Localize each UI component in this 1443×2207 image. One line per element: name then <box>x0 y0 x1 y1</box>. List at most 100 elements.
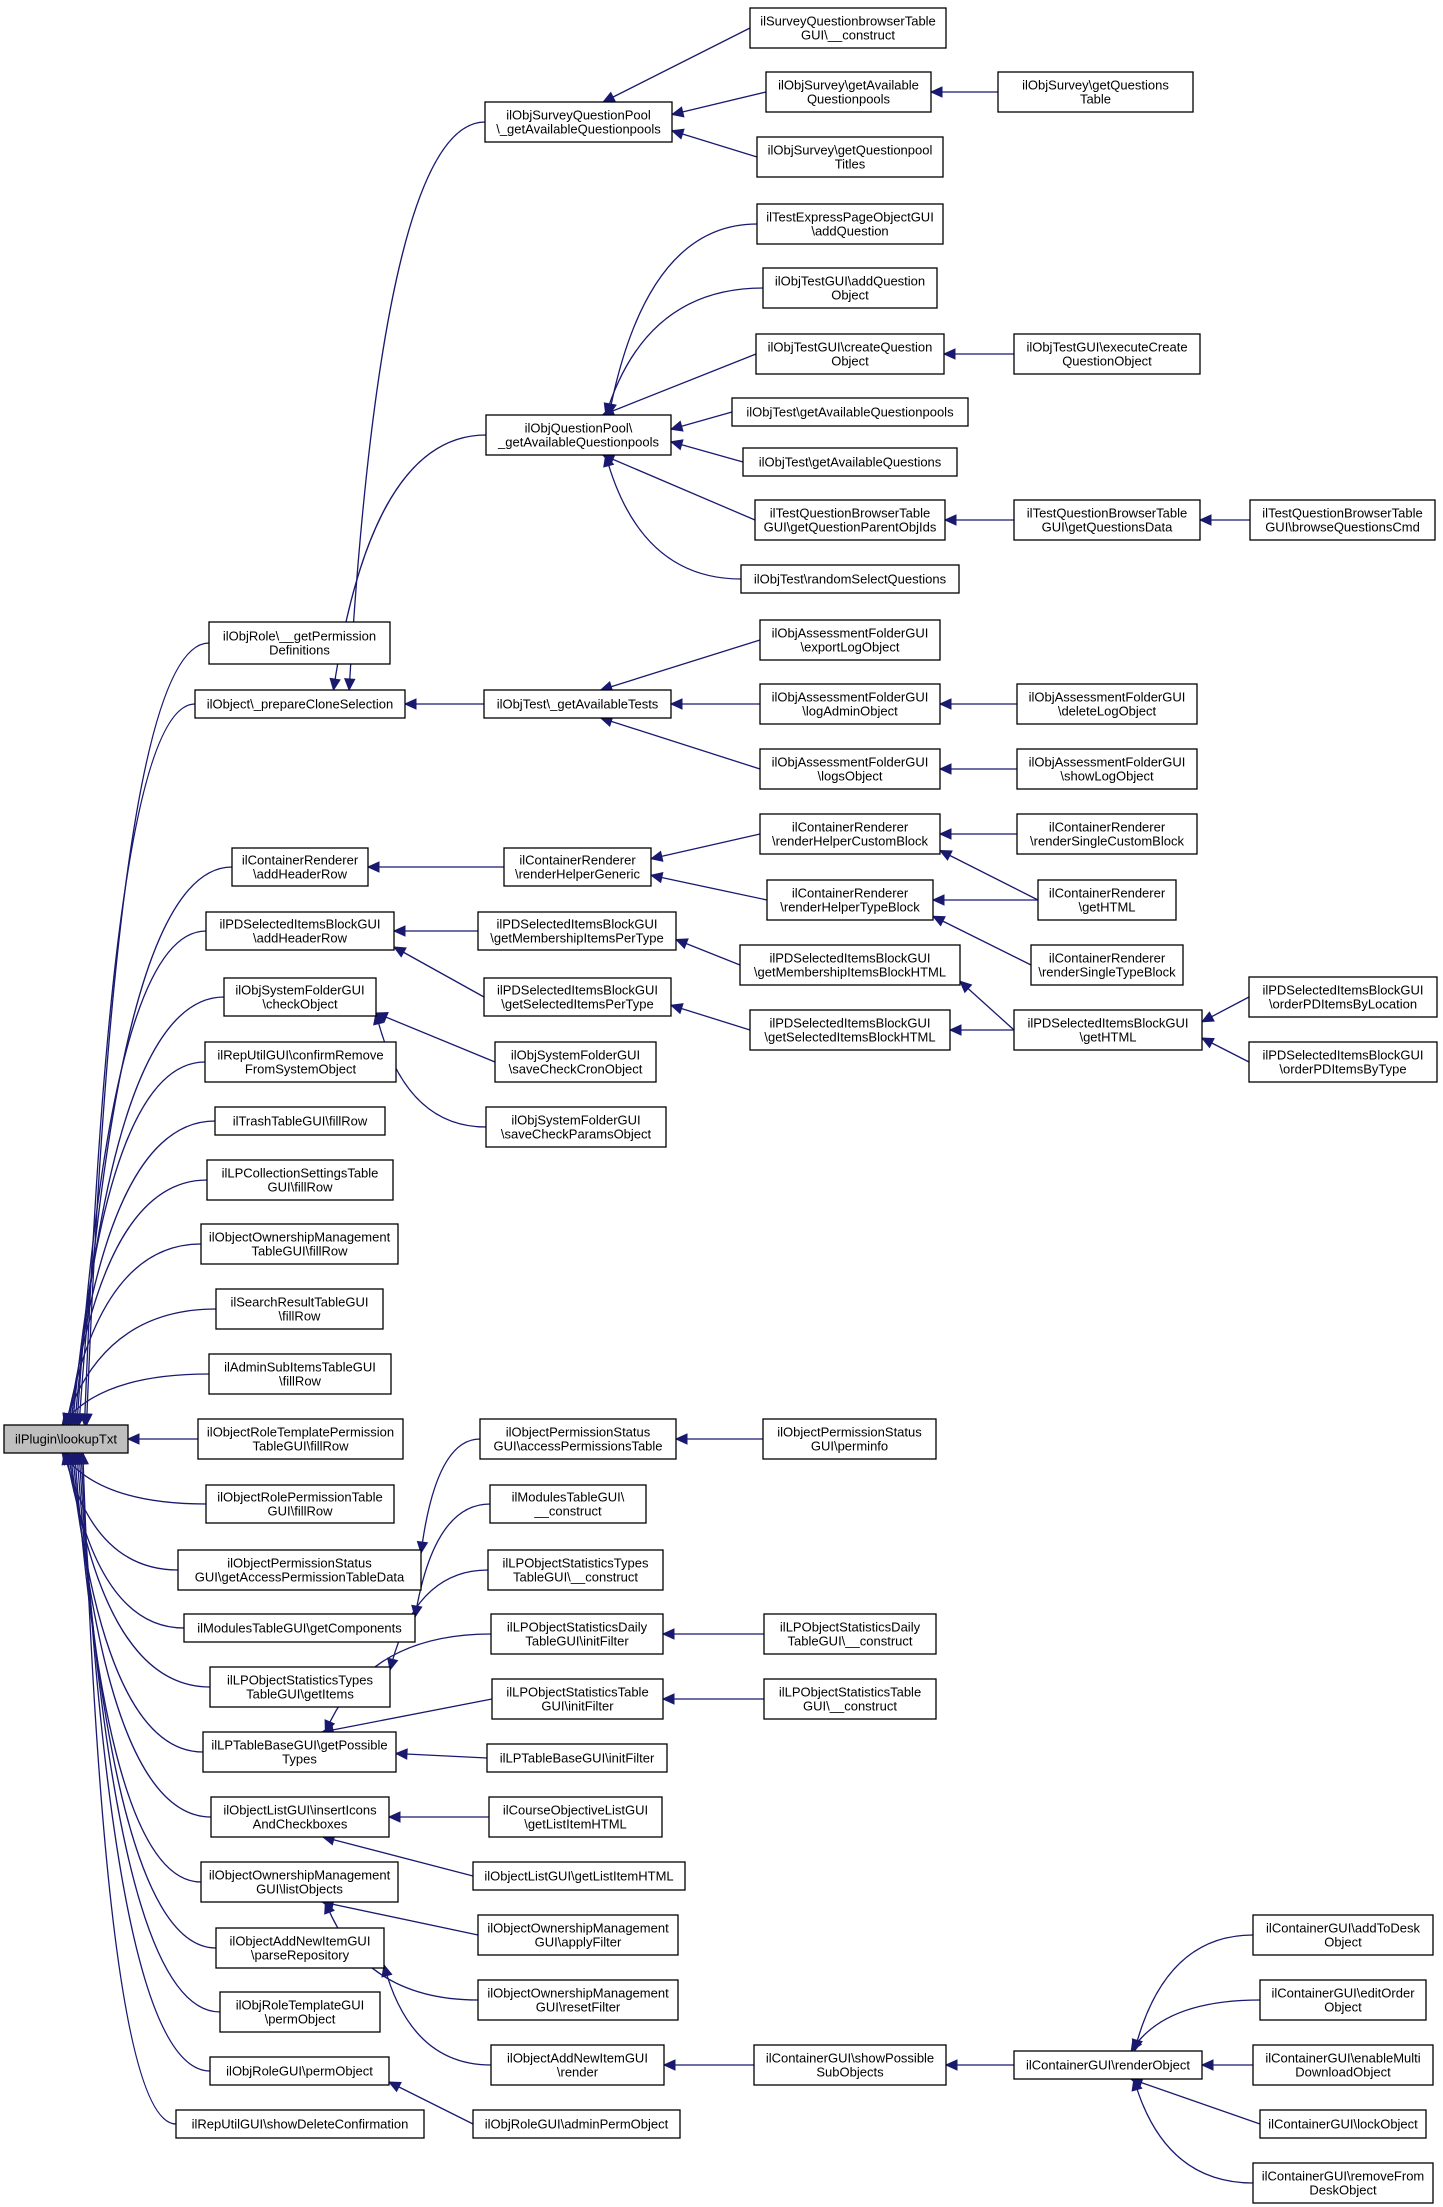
node-cr-render-single-custom[interactable]: ilContainerRenderer\renderSingleCustomBl… <box>1016 813 1198 855</box>
node-cr-add-header-row[interactable]: ilContainerRenderer\addHeaderRow <box>231 847 369 887</box>
node-add-new-parse-repo[interactable]: ilObjectAddNewItemGUI\parseRepository <box>215 1927 385 1969</box>
node-test-avail-qs[interactable]: ilObjTest\getAvailableQuestions <box>742 447 958 477</box>
node-box <box>197 1418 404 1460</box>
node-af-logs[interactable]: ilObjAssessmentFolderGUI\logsObject <box>759 748 941 790</box>
arrowhead <box>938 849 953 861</box>
node-tqb-browse-cmd[interactable]: ilTestQuestionBrowserTableGUI\browseQues… <box>1249 499 1436 541</box>
node-express-add-q[interactable]: ilTestExpressPageObjectGUI\addQuestion <box>756 203 944 245</box>
node-tqb-get-data[interactable]: ilTestQuestionBrowserTableGUI\getQuestio… <box>1013 499 1201 541</box>
node-lp-daily-init-filter[interactable]: ilLPObjectStatisticsDailyTableGUI\initFi… <box>490 1613 664 1655</box>
node-search-fill-row[interactable]: ilSearchResultTableGUI\fillRow <box>215 1288 384 1330</box>
node-perm-status-get-data[interactable]: ilObjectPermissionStatusGUI\getAccessPer… <box>177 1549 422 1591</box>
node-modules-construct[interactable]: ilModulesTableGUI\__construct <box>489 1484 647 1524</box>
node-tqb-get-parent[interactable]: ilTestQuestionBrowserTableGUI\getQuestio… <box>754 499 946 541</box>
node-af-delete-log[interactable]: ilObjAssessmentFolderGUI\deleteLogObject <box>1016 683 1198 725</box>
node-cr-render-type[interactable]: ilContainerRenderer\renderHelperTypeBloc… <box>766 879 934 921</box>
node-svy-get-avail-qp[interactable]: ilObjSurvey\getAvailableQuestionpools <box>765 71 932 113</box>
node-show-delete-conf[interactable]: ilRepUtilGUI\showDeleteConfirmation <box>175 2109 425 2139</box>
node-test-random-select[interactable]: ilObjTest\randomSelectQuestions <box>740 564 960 594</box>
node-box <box>739 944 961 986</box>
node-box <box>485 414 672 456</box>
node-role-tpl-perm-obj[interactable]: ilObjRoleTemplateGUI\permObject <box>219 1991 381 2033</box>
node-modules-get-comp[interactable]: ilModulesTableGUI\getComponents <box>183 1613 416 1643</box>
node-box <box>753 2044 947 2086</box>
node-root[interactable]: ilPlugin\lookupTxt <box>3 1424 129 1454</box>
node-lp-types-construct[interactable]: ilLPObjectStatisticsTypesTableGUI\__cons… <box>487 1549 664 1591</box>
node-test-avail-tests[interactable]: ilObjTest\_getAvailableTests <box>483 689 672 719</box>
node-ol-get-list-item[interactable]: ilObjectListGUI\getListItemHTML <box>472 1861 686 1891</box>
node-af-log-admin[interactable]: ilObjAssessmentFolderGUI\logAdminObject <box>759 683 941 725</box>
node-course-obj-list[interactable]: ilCourseObjectiveListGUI\getListItemHTML <box>488 1796 663 1838</box>
node-af-export-log[interactable]: ilObjAssessmentFolderGUI\exportLogObject <box>759 619 941 661</box>
node-sf-save-cron[interactable]: ilObjSystemFolderGUI\saveCheckCronObject <box>494 1041 657 1083</box>
arrowhead <box>669 698 683 710</box>
node-pds-memb-per-type[interactable]: ilPDSelectedItemsBlockGUI\getMembershipI… <box>477 911 677 951</box>
node-pds-get-html[interactable]: ilPDSelectedItemsBlockGUI\getHTML <box>1013 1009 1203 1051</box>
node-svy-browser-construct[interactable]: ilSurveyQuestionbrowserTableGUI\__constr… <box>749 7 947 49</box>
node-af-show-log[interactable]: ilObjAssessmentFolderGUI\showLogObject <box>1016 748 1198 790</box>
node-confirm-remove[interactable]: ilRepUtilGUI\confirmRemoveFromSystemObje… <box>204 1041 397 1083</box>
edge-test-random-select-to-qp-avail <box>605 454 742 580</box>
node-own-reset-filter[interactable]: ilObjectOwnershipManagementGUI\resetFilt… <box>477 1979 679 2021</box>
node-lp-daily-construct[interactable]: ilLPObjectStatisticsDailyTableGUI\__cons… <box>763 1613 937 1655</box>
node-prepare-clone[interactable]: ilObject\_prepareCloneSelection <box>194 689 406 719</box>
node-lp-types-get-items[interactable]: ilLPObjectStatisticsTypesTableGUI\getIte… <box>209 1666 391 1708</box>
node-add-new-render[interactable]: ilObjectAddNewItemGUI\render <box>490 2044 665 2086</box>
node-role-tpl-fill-row[interactable]: ilObjectRoleTemplatePermissionTableGUI\f… <box>197 1418 404 1460</box>
node-sf-save-params[interactable]: ilObjSystemFolderGUI\saveCheckParamsObje… <box>485 1106 667 1148</box>
node-pds-memb-html[interactable]: ilPDSelectedItemsBlockGUI\getMembershipI… <box>739 944 961 986</box>
node-trash-fill-row[interactable]: ilTrashTableGUI\fillRow <box>214 1106 386 1136</box>
arrowhead <box>1131 2077 1143 2092</box>
node-label: Object <box>831 288 869 303</box>
node-pds-add-header-row[interactable]: ilPDSelectedItemsBlockGUI\addHeaderRow <box>205 911 395 951</box>
node-cr-render-single-type[interactable]: ilContainerRenderer\renderSingleTypeBloc… <box>1030 944 1184 986</box>
node-cr-render-generic[interactable]: ilContainerRenderer\renderHelperGeneric <box>503 847 652 887</box>
node-svy-qp-avail[interactable]: ilObjSurveyQuestionPool\_getAvailableQue… <box>484 101 673 143</box>
node-cr-get-html[interactable]: ilContainerRenderer\getHTML <box>1037 879 1177 921</box>
node-test-avail-qp[interactable]: ilObjTest\getAvailableQuestionpools <box>731 397 969 427</box>
node-qp-avail[interactable]: ilObjQuestionPool\_getAvailableQuestionp… <box>485 414 672 456</box>
node-box <box>472 2109 681 2139</box>
node-role-admin-perm[interactable]: ilObjRoleGUI\adminPermObject <box>472 2109 681 2139</box>
edge-pds-get-html-to-pds-memb-html <box>959 980 1015 1031</box>
node-own-fill-row[interactable]: ilObjectOwnershipManagementTableGUI\fill… <box>200 1223 399 1265</box>
node-pds-order-type[interactable]: ilPDSelectedItemsBlockGUI\orderPDItemsBy… <box>1248 1041 1438 1083</box>
node-perm-status-access[interactable]: ilObjectPermissionStatusGUI\accessPermis… <box>479 1418 677 1460</box>
node-cr-render-custom[interactable]: ilContainerRenderer\renderHelperCustomBl… <box>759 813 941 855</box>
node-sf-check-object[interactable]: ilObjSystemFolderGUI\checkObject <box>223 977 377 1017</box>
node-pds-sel-per-type[interactable]: ilPDSelectedItemsBlockGUI\getSelectedIte… <box>483 977 672 1017</box>
node-label: \getSelectedItemsPerType <box>501 997 653 1012</box>
node-own-apply-filter[interactable]: ilObjectOwnershipManagementGUI\applyFilt… <box>477 1914 679 1956</box>
node-role-perm-obj[interactable]: ilObjRoleGUI\permObject <box>209 2056 390 2086</box>
node-label: ilContainerGUI\showPossible <box>766 2051 934 2066</box>
node-lp-base-init-filter[interactable]: ilLPTableBaseGUI\initFilter <box>486 1743 668 1773</box>
node-pds-order-loc[interactable]: ilPDSelectedItemsBlockGUI\orderPDItemsBy… <box>1248 976 1438 1018</box>
node-cont-lock[interactable]: ilContainerGUI\lockObject <box>1259 2109 1427 2139</box>
node-label: ilObjQuestionPool\ <box>525 421 633 436</box>
node-label: ilContainerRenderer <box>519 853 636 868</box>
node-label: \deleteLogObject <box>1058 704 1157 719</box>
node-admin-sub-fill-row[interactable]: ilAdminSubItemsTableGUI\fillRow <box>208 1353 392 1395</box>
node-cont-render-object[interactable]: ilContainerGUI\renderObject <box>1013 2050 1203 2080</box>
edge-admin-sub-fill-row-to-root <box>61 1373 210 1426</box>
node-own-list-objects[interactable]: ilObjectOwnershipManagementGUI\listObjec… <box>200 1861 399 1903</box>
node-pds-sel-html[interactable]: ilPDSelectedItemsBlockGUI\getSelectedIte… <box>749 1009 951 1051</box>
